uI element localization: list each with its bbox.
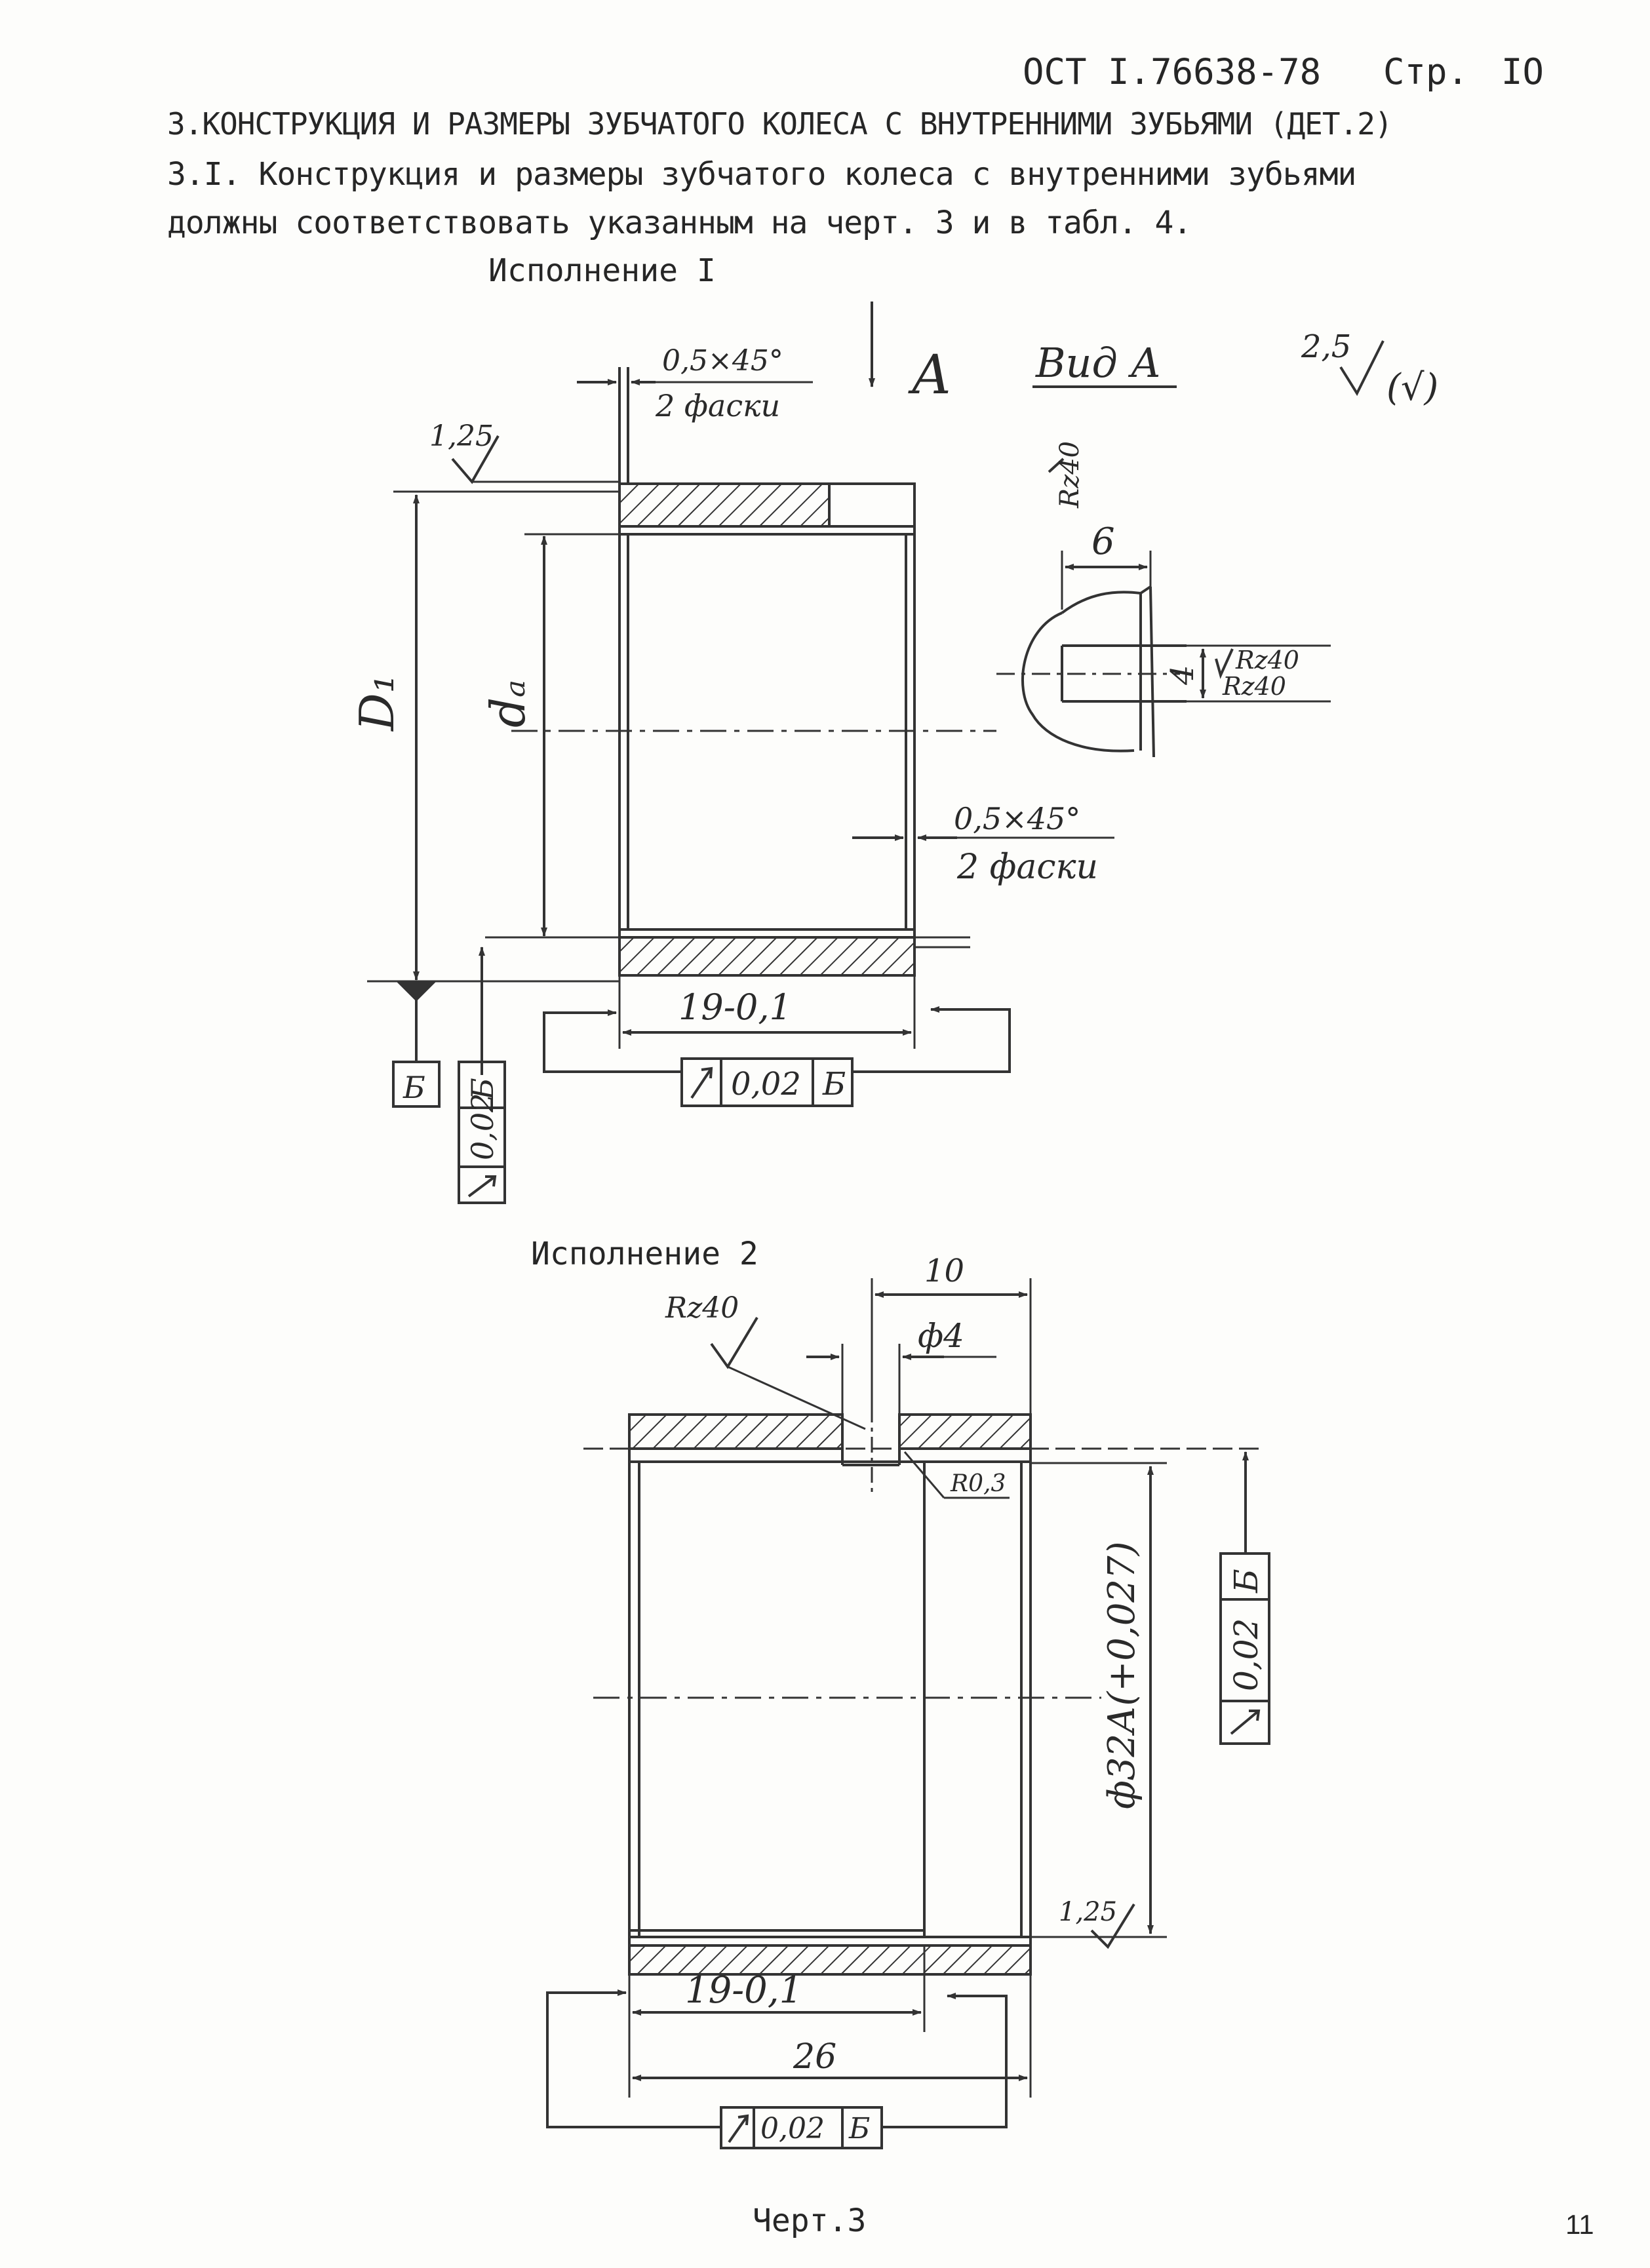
section-title: 3.КОНСТРУКЦИЯ И РАЗМЕРЫ ЗУБЧАТОГО КОЛЕСА…	[167, 106, 1393, 142]
v2-rz: Rz40	[665, 1291, 739, 1325]
v1-side-datum: Б	[465, 1078, 500, 1101]
v1-dim-tip-diameter: dₐ	[481, 680, 536, 728]
v1-bottom-wall-hatch	[618, 936, 916, 977]
paragraph-line-1: 3.I. Конструкция и размеры зубчатого кол…	[167, 156, 1356, 193]
v2-top-wall-right	[898, 1413, 1032, 1450]
detail-dim-4: 4	[1164, 665, 1201, 686]
v1-runout-frame[interactable]	[680, 1057, 854, 1107]
v2-radius: R0,3	[950, 1470, 1006, 1497]
detail-rz-b: Rz40	[1222, 672, 1286, 701]
variant2-section-view	[546, 1278, 1259, 2128]
v2-roughness-inner: 1,25	[1059, 1897, 1117, 1927]
v1-chamfer-top: 0,5×45°	[662, 344, 783, 378]
v2-bottom-wall	[628, 1944, 1032, 1976]
v1-chamfer-top-note: 2 фаски	[655, 388, 780, 423]
v1-runout-datum: Б	[822, 1066, 846, 1103]
v2-bottom-value: 0,02	[760, 2112, 825, 2145]
drawing-annotations: А Вид А 2,5 (√) 0,5×45° 2 фаски 1,25 D₁ …	[349, 328, 1438, 2145]
v1-datum-box[interactable]	[392, 1061, 441, 1108]
v2-dim-10: 10	[924, 1253, 964, 1289]
v1-top-wall-plain	[828, 482, 916, 528]
v1-datum-letter: Б	[403, 1070, 425, 1105]
variant2-label: Исполнение 2	[531, 1236, 758, 1272]
v2-bottom-frame[interactable]	[720, 2106, 883, 2149]
v1-side-frame[interactable]	[458, 1061, 506, 1204]
roughness-check: (√)	[1386, 366, 1438, 409]
v2-top-wall-left	[628, 1413, 844, 1450]
detail-dim-6: 6	[1091, 520, 1115, 563]
page-number: IO	[1501, 51, 1544, 92]
detail-rz-a: Rz40	[1235, 646, 1299, 675]
detail-rz-top: Rz40	[1055, 441, 1085, 509]
paragraph-line-2: должны соответствовать указанным на черт…	[167, 205, 1192, 241]
v2-dim-bore: ф32А(+0,027)	[1101, 1542, 1143, 1809]
drawing-caption: Черт.3	[753, 2202, 867, 2239]
v1-dim-width: 19-0,1	[678, 987, 792, 1028]
variant1-label: Исполнение I	[488, 252, 716, 289]
v1-top-wall-hatch	[618, 482, 831, 528]
v2-dim-width: 19-0,1	[685, 1969, 802, 2012]
v2-right-datum: Б	[1227, 1569, 1265, 1593]
v1-chamfer-mid-note: 2 фаски	[956, 848, 1098, 887]
view-arrow-label: А	[908, 344, 952, 406]
variant1-detail-view	[996, 458, 1331, 758]
sheet-number: 11	[1565, 2209, 1594, 2240]
v2-bottom-datum: Б	[848, 2112, 870, 2145]
v1-dim-outer-diameter: D₁	[349, 674, 404, 732]
v1-runout-value: 0,02	[731, 1066, 801, 1103]
v1-side-value: 0,02	[465, 1093, 500, 1160]
view-a-label: Вид А	[1035, 339, 1161, 387]
v2-dim-total: 26	[793, 2037, 836, 2077]
v2-dim-hole: ф4	[918, 1317, 964, 1355]
tolerance-frames	[392, 1057, 1270, 2149]
page-label: Стр.	[1383, 51, 1469, 92]
variant1-section-view	[367, 302, 1385, 1075]
v1-chamfer-mid: 0,5×45°	[954, 801, 1080, 836]
v2-right-value: 0,02	[1227, 1618, 1265, 1691]
roughness-general: 2,5	[1301, 328, 1351, 365]
v2-right-frame[interactable]	[1219, 1552, 1270, 1745]
v1-roughness-outer: 1,25	[429, 420, 494, 453]
standard-number: ОСТ I.76638-78	[1023, 51, 1322, 92]
